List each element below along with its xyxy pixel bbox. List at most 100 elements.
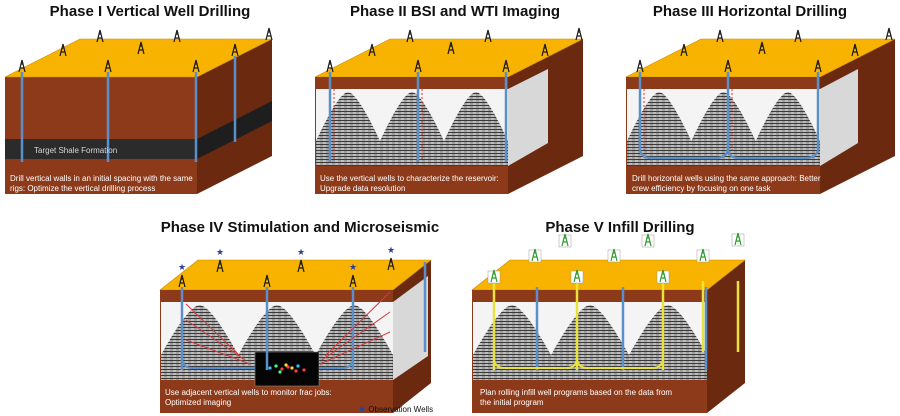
panel-5-rig-icon [699,248,707,262]
panel-5-horizontal-infill-well [576,359,664,369]
panel-4-frac-ray [321,311,391,361]
panel-5-infill-rig-marker [696,249,710,263]
panel-5-infill-rig-marker [656,270,670,284]
panel-5-infill-rig-marker [487,270,501,284]
panel-1-rig-icon [265,27,273,41]
panel-5-rig-icon [531,248,539,262]
panel-3-seismic-volume [627,92,820,166]
panel-3-rig-icon [851,43,859,57]
observation-wells-legend: ★ Observation Wells [358,404,433,415]
star-icon: ★ [349,263,357,273]
panel-2-side-cutaway [508,69,548,166]
panel-5-rig-icon [561,233,569,247]
panel-4-rig-icon [387,257,395,271]
panel-4-surface [159,259,432,291]
panel-1-rig-icon [18,59,26,73]
panel-3-front-top-strip [626,77,820,89]
panel-3-horizontal-well [638,149,730,160]
panel-4-frac-ray [324,291,391,357]
panel-1-rig-icon [173,29,181,43]
panel-3-caption-bg [626,168,820,194]
panel-3-horizontal-well [726,149,820,160]
panel-2-front-top-strip [315,77,508,89]
panel-4-rig-icon [263,274,271,288]
panel-4-rig-icon [297,259,305,273]
star-icon: ★ [297,248,305,258]
panel-4-microseismic-event [294,369,298,373]
panel-2-rig-icon [484,29,492,43]
panel-4-microseismic-inset [254,351,320,387]
panel-4-front-top-strip [160,290,393,302]
panel-3-rig-icon [636,59,644,73]
panel-2-rig-icon [326,59,334,73]
panel-4-side-cutaway [393,276,428,380]
panel-5-infill-rig-marker [607,249,621,263]
panel-2-rig-icon [414,59,422,73]
panel-2-caption-bg [315,168,508,194]
star-icon: ★ [178,263,186,273]
panel-3-rig-icon [680,43,688,57]
panel-5-rig-icon [734,232,742,246]
panel-5-infill-rig-marker [731,233,745,247]
panel-3-title: Phase III Horizontal Drilling [652,3,848,20]
panel-5-rig-icon [610,248,618,262]
panel-5-title: Phase V Infill Drilling [545,219,695,236]
panel-3-side-cutaway [820,69,858,166]
panel-2-rig-icon [502,59,510,73]
panel-4-rig-icon [216,259,224,273]
panel-4-microseismic-event [268,366,272,370]
panel-2-shale-band [316,150,508,160]
panel-2-rig-icon [575,27,583,41]
panel-2-caption: Use the vertical wells to characterize t… [320,174,499,193]
panel-5-infill-rig-marker [528,249,542,263]
panel-4-seismic-volume [161,305,393,380]
star-icon: ★ [216,248,224,258]
panel-4-horizontal-well [319,359,354,369]
panel-1-caption: Drill vertical walls in an initial spaci… [10,174,193,193]
panel-1-rig-icon [231,43,239,57]
panel-5-infill-rig-marker [558,234,572,248]
panel-5-rig-icon [644,233,652,247]
panel-1-rig-icon [104,59,112,73]
panel-2-rig-icon [406,29,414,43]
panel-5-side-face [707,260,745,413]
panel-3-rig-icon [885,27,893,41]
panel-3-rig-icon [814,59,822,73]
panel-5-rig-icon [490,269,498,283]
panel-5-caption: Plan rolling infill well programs based … [480,388,673,407]
panel-4-microseismic-event [274,364,278,368]
panel-5-infill-rig-marker [570,270,584,284]
panel-4-frac-ray [185,319,246,361]
panel-3-rig-icon [794,29,802,43]
panel-1-rig-icon [137,41,145,55]
panel-4-frac-ray [185,303,241,357]
star-icon: ★ [387,246,395,256]
panel-1-caption-bg [5,168,197,194]
panel-2-rig-icon [541,43,549,57]
panel-4-caption: Use adjacent vertical wells to monitor f… [165,388,332,407]
panel-3-rig-icon [724,59,732,73]
panel-5-horizontal-infill-well [493,359,578,369]
panel-5-rig-icon [659,269,667,283]
panel-4-caption-bg [160,382,393,413]
panel-5-infill-rig-marker [641,234,655,248]
panel-2-seismic-volume [316,92,508,166]
panel-1-rig-icon [59,43,67,57]
panel-4-microseismic-event [286,365,290,369]
panel-4-rig-icon [178,274,186,288]
panel-1-rig-icon [192,59,200,73]
panel-3-rig-icon [716,29,724,43]
panel-4-title: Phase IV Stimulation and Microseismic [160,219,440,236]
panel-4-frac-ray [319,331,391,365]
panel-2-rig-icon [447,41,455,55]
panel-4-microseismic-event [280,367,284,371]
panel-4-frac-ray [185,339,251,365]
panel-4-horizontal-well [181,359,255,369]
panel-1-title: Phase I Vertical Well Drilling [49,3,251,20]
panel-5-caption-bg [472,382,707,413]
panel-4-microseismic-event [284,363,288,367]
panel-1-shale-front [5,139,197,159]
panel-4-microseismic-event [302,368,306,372]
panel-4-microseismic-event [278,370,282,374]
